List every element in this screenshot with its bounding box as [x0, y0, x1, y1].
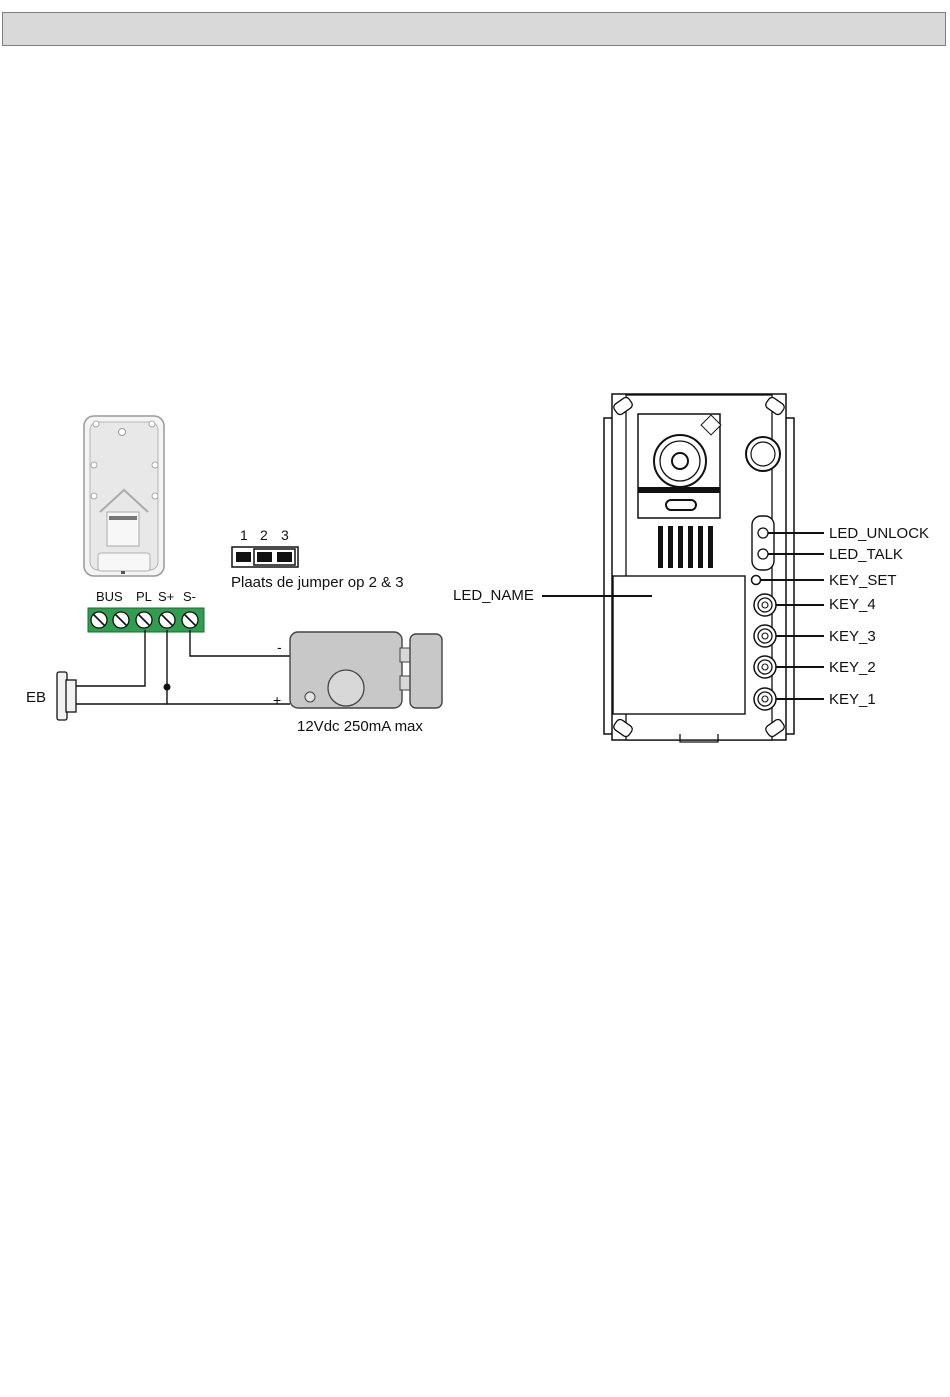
- wire-s-minus: [190, 630, 290, 656]
- terminal-block: [88, 608, 204, 632]
- label-led-name: LED_NAME: [453, 587, 534, 604]
- exit-button-icon: [57, 672, 76, 720]
- key-set-icon: [752, 576, 761, 585]
- terminal-screw-s-minus: [182, 612, 198, 628]
- wiring-lines: [75, 630, 290, 704]
- terminal-screw-bus: [91, 612, 107, 628]
- lock-plus-label: +: [273, 692, 281, 708]
- key-2-icon: [754, 656, 776, 678]
- jumper-number-3: 3: [281, 527, 289, 543]
- terminal-screw-s-plus: [159, 612, 175, 628]
- label-key-2: KEY_2: [829, 659, 876, 676]
- terminal-screw-pl: [136, 612, 152, 628]
- label-led-talk: LED_TALK: [829, 546, 903, 563]
- terminal-screw-bus-2: [113, 612, 129, 628]
- jumper-number-2: 2: [260, 527, 268, 543]
- lock-minus-label: -: [277, 639, 282, 655]
- wire-s-plus-to-lock: [167, 630, 290, 704]
- jumper-instruction: Plaats de jumper op 2 & 3: [231, 574, 404, 591]
- terminal-label-s-plus: S+: [158, 589, 174, 604]
- label-led-unlock: LED_UNLOCK: [829, 525, 929, 542]
- label-key-3: KEY_3: [829, 628, 876, 645]
- label-key-set: KEY_SET: [829, 572, 897, 589]
- label-key-4: KEY_4: [829, 596, 876, 613]
- key-4-icon: [754, 594, 776, 616]
- eb-label: EB: [26, 689, 46, 706]
- jumper-block: 1 2 3 Plaats de jumper op 2 & 3: [231, 527, 404, 591]
- key-3-icon: [754, 625, 776, 647]
- label-key-1: KEY_1: [829, 691, 876, 708]
- led-talk-icon: [758, 549, 768, 559]
- terminal-label-s-minus: S-: [183, 589, 196, 604]
- wire-pl: [75, 630, 145, 686]
- junction-dot: [164, 684, 171, 691]
- terminal-label-bus: BUS: [96, 589, 123, 604]
- key-1-icon: [754, 688, 776, 710]
- led-unlock-icon: [758, 528, 768, 538]
- outdoor-unit-back: [84, 416, 164, 576]
- jumper-number-1: 1: [240, 527, 248, 543]
- electric-lock-icon: [290, 632, 442, 708]
- terminal-label-pl: PL: [136, 589, 152, 604]
- light-sensor-icon: [746, 437, 780, 471]
- camera-icon: [638, 414, 721, 518]
- outdoor-panel-front: [604, 394, 794, 742]
- lock-spec: 12Vdc 250mA max: [297, 718, 423, 735]
